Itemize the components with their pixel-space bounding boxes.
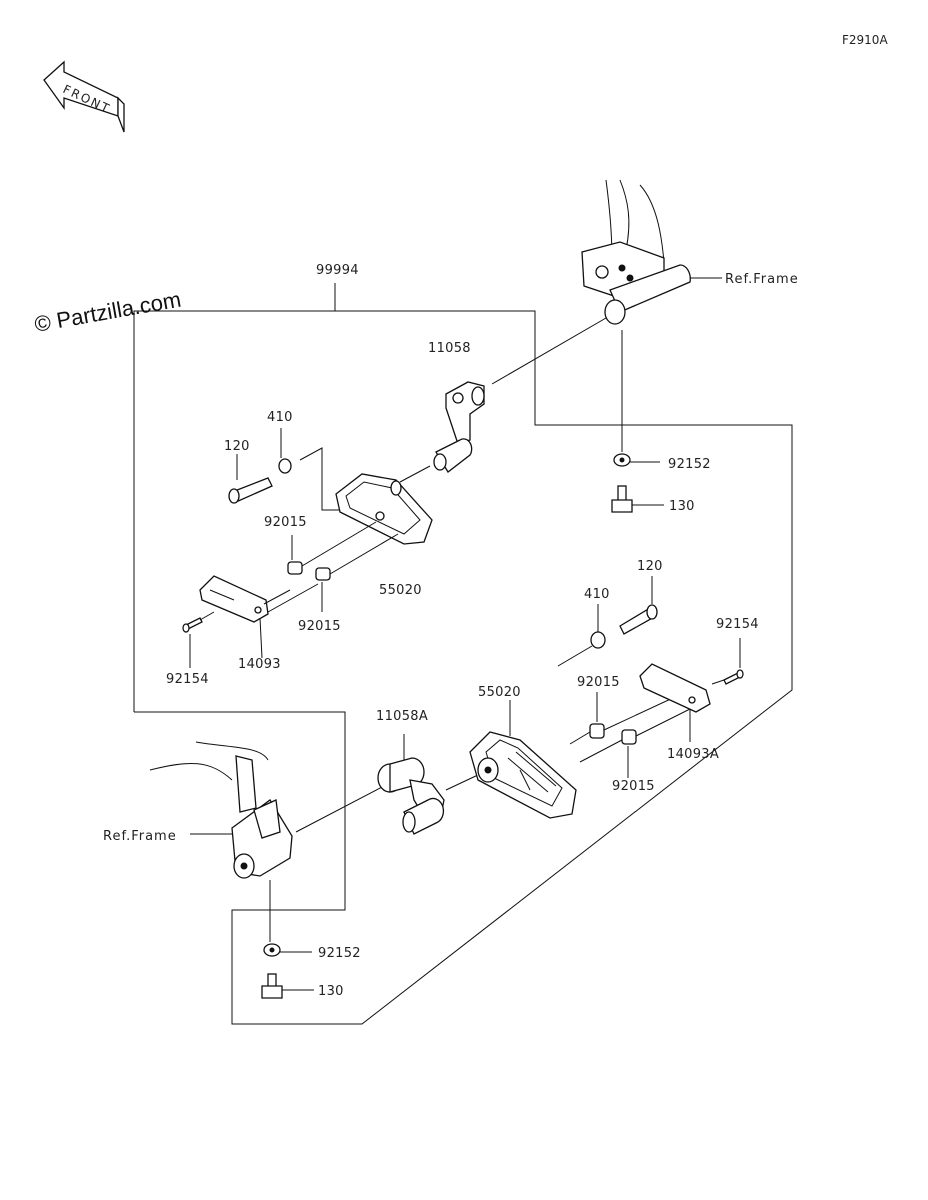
callout-92152-upper: 92152 (668, 457, 711, 472)
callout-120-lower: 120 (637, 559, 663, 574)
lower-bolt-120 (619, 604, 658, 635)
callout-92015-lower-b: 92015 (612, 779, 655, 794)
lower-plate-14093A (639, 663, 711, 713)
upper-washer-410 (278, 458, 292, 474)
callout-120-upper: 120 (224, 439, 250, 454)
lower-frame-ref (149, 741, 293, 879)
upper-nut-92152 (613, 453, 631, 467)
callout-92154-upper: 92154 (166, 672, 209, 687)
callout-92152-lower: 92152 (318, 946, 361, 961)
lower-bolt-130 (261, 973, 283, 999)
partzilla-watermark: © Partzilla.com (33, 287, 183, 337)
upper-bracket-11058 (433, 381, 485, 473)
callout-99994: 99994 (316, 263, 359, 278)
front-arrow-icon: FRONT (43, 60, 125, 133)
lower-bracket-11058A (377, 757, 445, 835)
upper-frame-ref (581, 179, 722, 325)
upper-slider-55020 (335, 473, 433, 545)
lower-collar-92015-b (621, 729, 637, 745)
upper-plate-14093 (199, 575, 269, 623)
lower-screw-92154 (723, 669, 744, 685)
upper-screw-92154 (182, 617, 203, 633)
callout-55020-upper: 55020 (379, 583, 422, 598)
figure-code: F2910A (842, 33, 888, 47)
upper-collar-92015-a (287, 561, 303, 575)
lower-nut-92152 (263, 943, 281, 957)
upper-collar-92015-b (315, 567, 331, 581)
callout-130-lower: 130 (318, 984, 344, 999)
callout-11058A: 11058A (376, 709, 428, 724)
upper-ref-frame-label: Ref.Frame (725, 272, 799, 287)
callout-92015-upper-a: 92015 (264, 515, 307, 530)
callout-92154-lower: 92154 (716, 617, 759, 632)
lower-collar-92015-a (589, 723, 605, 739)
callout-14093: 14093 (238, 657, 281, 672)
callout-55020-lower: 55020 (478, 685, 521, 700)
callout-11058: 11058 (428, 341, 471, 356)
callout-410-upper: 410 (267, 410, 293, 425)
kit-outline (133, 283, 793, 1025)
callout-92015-lower-a: 92015 (577, 675, 620, 690)
upper-bolt-130 (611, 485, 633, 513)
lower-washer-410 (590, 631, 606, 649)
callout-14093A: 14093A (667, 747, 719, 762)
callout-130-upper: 130 (669, 499, 695, 514)
callout-92015-upper-b: 92015 (298, 619, 341, 634)
callout-410-lower: 410 (584, 587, 610, 602)
upper-bolt-120 (228, 477, 273, 504)
lower-slider-55020 (469, 731, 577, 819)
lower-ref-frame-label: Ref.Frame (103, 829, 177, 844)
